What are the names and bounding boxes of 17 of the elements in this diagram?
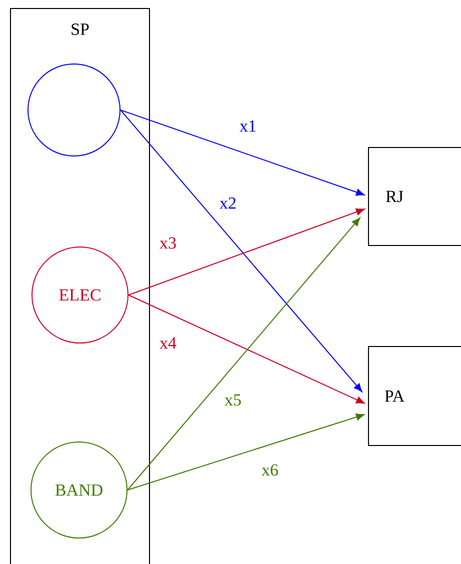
circle-node: ELEC (32, 246, 128, 344)
arrow (120, 110, 362, 392)
circle-node: BAND (30, 442, 128, 538)
circle-node (28, 64, 120, 156)
edge-label: x4 (158, 336, 178, 350)
arrow (120, 110, 365, 196)
arrow (128, 208, 365, 296)
edge-label: x2 (218, 196, 238, 210)
edge-label: x3 (158, 236, 178, 250)
arrow (128, 294, 365, 404)
edge-label: x5 (224, 393, 242, 407)
process-box: PA (368, 346, 461, 446)
process-box: RJ (368, 147, 461, 246)
arrow (127, 413, 365, 490)
edge-label: x6 (260, 463, 280, 477)
arrow (127, 217, 360, 490)
edge-label: x1 (238, 119, 258, 133)
